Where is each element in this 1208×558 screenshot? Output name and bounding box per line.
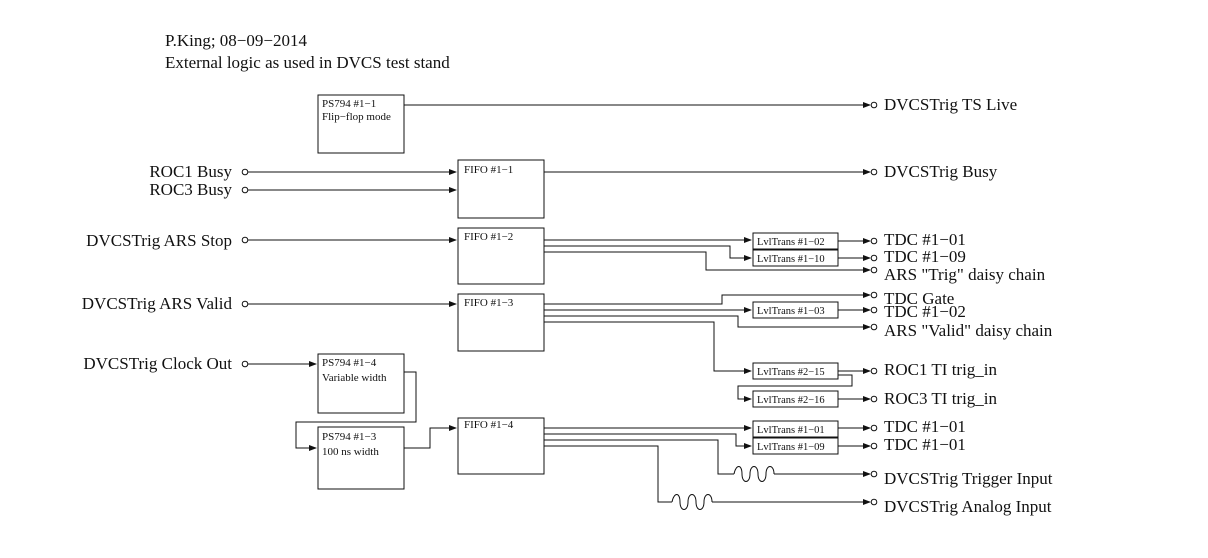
module-name: FIFO #1−1	[464, 164, 513, 176]
output-tdc-01: TDC #1−01	[884, 230, 966, 249]
level-translator-label: LvlTrans #1−03	[757, 306, 825, 317]
module-mode: Flip−flop mode	[322, 111, 391, 123]
input-ars-stop: DVCSTrig ARS Stop	[86, 231, 232, 250]
output-terminals	[870, 101, 878, 506]
input-terminals	[241, 168, 249, 368]
module-name: FIFO #1−3	[464, 297, 514, 309]
module-mode: 100 ns width	[322, 446, 379, 458]
output-busy: DVCSTrig Busy	[884, 162, 998, 181]
diagram-description: External logic as used in DVCS test stan…	[165, 53, 450, 72]
input-clock-out: DVCSTrig Clock Out	[83, 354, 232, 373]
output-analog-input: DVCSTrig Analog Input	[884, 497, 1052, 516]
module-name: FIFO #1−4	[464, 419, 514, 431]
level-translator-2-15: LvlTrans #2−15	[752, 362, 839, 380]
output-roc3-ti: ROC3 TI trig_in	[884, 389, 998, 408]
module-ps794-1-3: PS794 #1−3 100 ns width	[317, 426, 405, 490]
output-tdc-gate: TDC Gate	[884, 289, 954, 308]
output-tdc-01-b: TDC #1−01	[884, 417, 966, 436]
module-fifo-1-1: FIFO #1−1	[457, 159, 545, 219]
output-ars-trig-chain: ARS "Trig" daisy chain	[884, 265, 1046, 284]
wiring	[248, 102, 871, 510]
input-roc1-busy: ROC1 Busy	[149, 162, 232, 181]
output-ars-valid-chain: ARS "Valid" daisy chain	[884, 321, 1053, 340]
module-name: PS794 #1−4	[322, 357, 377, 369]
module-name: PS794 #1−1	[322, 98, 376, 110]
level-translator-1-10: LvlTrans #1−10	[752, 249, 839, 267]
level-translator-1-09: LvlTrans #1−09	[752, 437, 839, 455]
module-name: PS794 #1−3	[322, 431, 377, 443]
level-translator-1-02: LvlTrans #1−02	[752, 232, 839, 250]
level-translator-label: LvlTrans #1−01	[757, 425, 825, 436]
output-tdc-02: TDC #1−02	[884, 302, 966, 321]
input-ars-valid: DVCSTrig ARS Valid	[82, 294, 233, 313]
level-translator-2-16: LvlTrans #2−16	[752, 390, 839, 408]
input-roc3-busy: ROC3 Busy	[149, 180, 232, 199]
module-ps794-1-4: PS794 #1−4 Variable width	[317, 353, 405, 414]
level-translator-label: LvlTrans #1−09	[757, 442, 825, 453]
output-ts-live: DVCSTrig TS Live	[884, 95, 1017, 114]
module-ps794-1-1: PS794 #1−1 Flip−flop mode	[317, 94, 405, 154]
output-trigger-input: DVCSTrig Trigger Input	[884, 469, 1053, 488]
module-fifo-1-2: FIFO #1−2	[457, 227, 545, 285]
output-roc1-ti: ROC1 TI trig_in	[884, 360, 998, 379]
output-tdc-01-c: TDC #1−01	[884, 435, 966, 454]
level-translator-1-03: LvlTrans #1−03	[752, 301, 839, 319]
module-name: FIFO #1−2	[464, 231, 513, 243]
module-fifo-1-3: FIFO #1−3	[457, 293, 545, 352]
level-translator-label: LvlTrans #2−15	[757, 367, 825, 378]
output-tdc-09: TDC #1−09	[884, 247, 966, 266]
level-translator-1-01: LvlTrans #1−01	[752, 420, 839, 438]
module-fifo-1-4: FIFO #1−4	[457, 417, 545, 475]
level-translator-label: LvlTrans #1−02	[757, 237, 825, 248]
level-translator-label: LvlTrans #2−16	[757, 395, 825, 406]
author-date: P.King; 08−09−2014	[165, 31, 307, 50]
level-translator-label: LvlTrans #1−10	[757, 254, 825, 265]
module-mode: Variable width	[322, 372, 387, 384]
